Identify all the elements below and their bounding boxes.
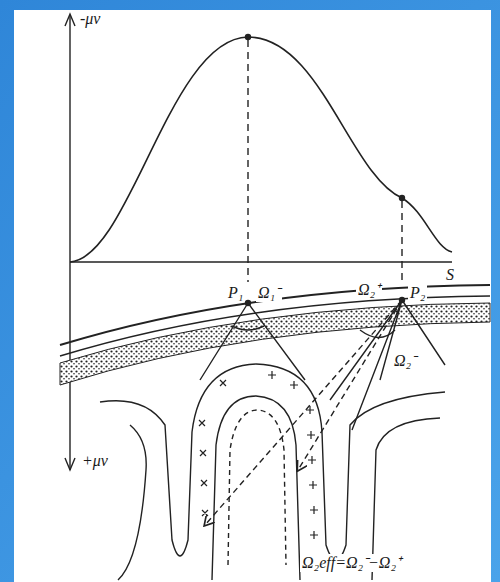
axis-or-point-label: P₂ (408, 284, 427, 302)
axis-or-point-label: -μv (78, 10, 102, 28)
axis-or-point-label: Ω₂⁻ (392, 352, 418, 370)
axis-or-point-label: Ω₂⁺ (356, 281, 382, 299)
axis-or-point-label: S (444, 266, 456, 284)
axis-or-point-label: Ω₁⁻ (256, 284, 282, 302)
axis-or-point-label: +μv (80, 452, 110, 470)
formula-label: Ω₂eff=Ω₂⁻−Ω₂⁺ (300, 554, 403, 572)
axis-or-point-label: P₁ (226, 284, 245, 302)
